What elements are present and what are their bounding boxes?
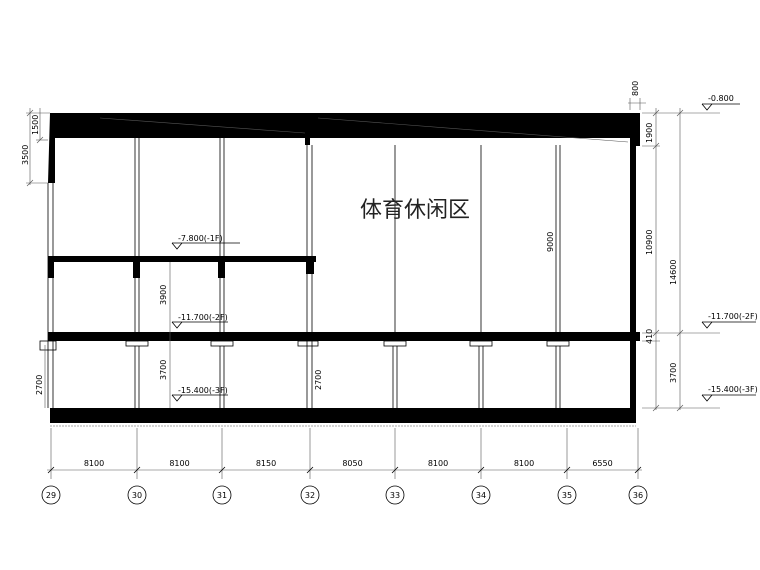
slab-minus-2f (48, 332, 640, 341)
span-dimension: 8050 (342, 459, 362, 468)
axis-grid: 29 30 31 32 33 34 35 36 8100 8100 8150 8050 8100 8100… (41, 428, 648, 505)
axis-bubble-31 (212, 485, 232, 505)
elev-marker-3f-right: -15.400(-3F) (701, 385, 758, 402)
svg-text:800: 800 (631, 81, 640, 96)
span-dimension: 8100 (84, 459, 104, 468)
svg-text:10900: 10900 (645, 230, 654, 255)
span-dimension: 8100 (514, 459, 534, 468)
dim-2700-mid: 2700 (314, 370, 323, 390)
axis-bubble-29 (41, 485, 61, 505)
columns-level-2 (134, 278, 225, 333)
span-dimension: 8100 (169, 459, 189, 468)
left-dimensions: 3500 1500 2700 (21, 108, 50, 408)
svg-text:1900: 1900 (645, 123, 654, 143)
span-dimension: 6550 (592, 459, 612, 468)
axis-label: 33 (390, 491, 400, 500)
axis-bubble-33 (385, 485, 405, 505)
axis-label: 34 (476, 491, 486, 500)
svg-text:-15.400(-3F): -15.400(-3F) (708, 385, 758, 394)
dim-3900: 3900 (159, 285, 168, 305)
top-dim-800: 800 (628, 81, 646, 110)
roof-slope-line-left (99, 117, 306, 134)
slab-base (50, 408, 636, 423)
svg-text:3500: 3500 (21, 145, 30, 165)
svg-text:-15.400(-3F): -15.400(-3F) (178, 386, 228, 395)
dim-3700-inner: 3700 (159, 360, 168, 380)
svg-text:14600: 14600 (669, 260, 678, 285)
axis-bubble-34 (471, 485, 491, 505)
right-dimensions: 1900 10900 410 14600 3700 (642, 108, 720, 412)
axis-label: 31 (217, 491, 227, 500)
roof-slope-line-right (317, 117, 629, 143)
axis-bubble-36 (628, 485, 648, 505)
svg-text:-11.700(-2F): -11.700(-2F) (708, 312, 758, 321)
span-dimension: 8100 (428, 459, 448, 468)
svg-text:-7.800(-1F): -7.800(-1F) (178, 234, 223, 243)
svg-text:1500: 1500 (31, 115, 40, 135)
elev-marker-2f-inner: -11.700(-2F) (171, 313, 228, 329)
svg-text:2700: 2700 (35, 375, 44, 395)
room-title: 体育休闲区 (360, 198, 470, 223)
axis-bubble-30 (127, 485, 147, 505)
dim-9000: 9000 (546, 232, 555, 252)
elev-marker-3f-inner: -15.400(-3F) (171, 386, 228, 402)
axis-label: 35 (562, 491, 572, 500)
axis-bubble-35 (557, 485, 577, 505)
columns-level-3 (134, 346, 561, 408)
roof-slab (48, 113, 640, 183)
span-dimension: 8150 (256, 459, 276, 468)
elev-marker-1f: -7.800(-1F) (171, 234, 240, 250)
axis-label: 30 (132, 491, 142, 500)
axis-label: 36 (633, 491, 643, 500)
axis-bubble-32 (300, 485, 320, 505)
slab-minus-1f (48, 256, 316, 262)
axis-label: 32 (305, 491, 315, 500)
svg-text:-0.800: -0.800 (708, 94, 734, 103)
axis-label: 29 (46, 491, 56, 500)
columns-upper (134, 138, 561, 408)
right-wall (630, 138, 636, 408)
elev-marker-top: -0.800 (701, 94, 740, 111)
svg-text:410: 410 (645, 329, 654, 344)
svg-text:3700: 3700 (669, 363, 678, 383)
elev-marker-2f-right: -11.700(-2F) (701, 312, 758, 329)
svg-text:-11.700(-2F): -11.700(-2F) (178, 313, 228, 322)
